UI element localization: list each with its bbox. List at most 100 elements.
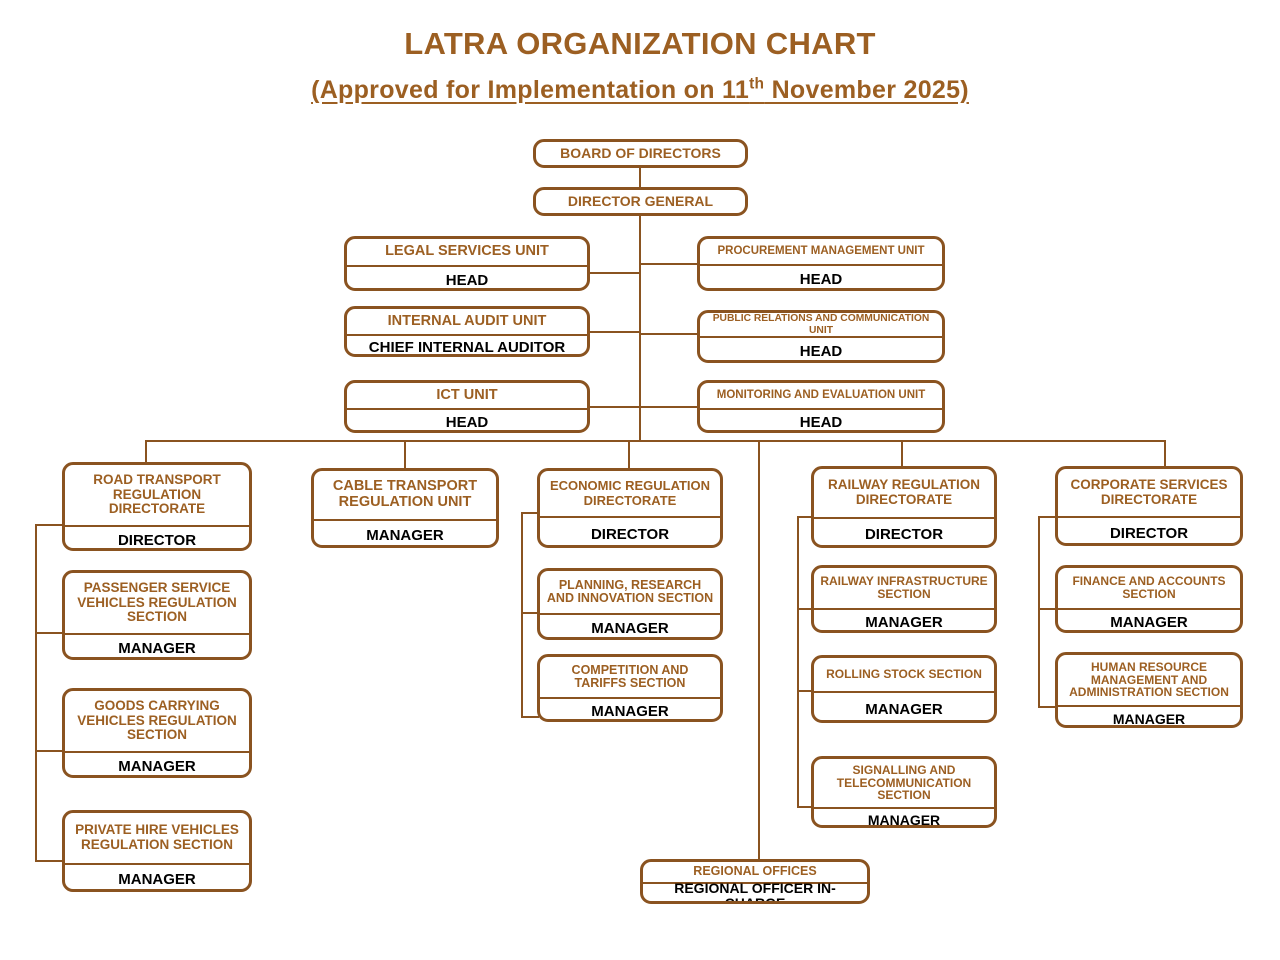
node-finance-accounts-section-position: MANAGER bbox=[1058, 608, 1240, 630]
node-railway-infrastructure-section-position: MANAGER bbox=[814, 608, 994, 630]
node-legal-services-unit-header: LEGAL SERVICES UNIT bbox=[385, 243, 549, 260]
bracket-stub-planning bbox=[521, 612, 539, 614]
bracket-stub-rolling-stock bbox=[797, 690, 815, 692]
bracket-stub-road-director bbox=[35, 524, 63, 526]
node-monitoring-evaluation-unit[interactable]: MONITORING AND EVALUATION UNIT HEAD bbox=[697, 380, 945, 433]
node-railway-regulation-directorate[interactable]: RAILWAY REGULATION DIRECTORATE DIRECTOR bbox=[811, 466, 997, 548]
bracket-stub-railway-director bbox=[797, 516, 815, 518]
connector-bus-to-economic bbox=[628, 440, 630, 468]
node-private-hire-vehicles-section-position: MANAGER bbox=[65, 863, 249, 889]
node-internal-audit-unit-header: INTERNAL AUDIT UNIT bbox=[387, 312, 547, 329]
node-signalling-telecommunication-section-position: MANAGER bbox=[814, 807, 994, 825]
node-railway-infrastructure-section-header: RAILWAY INFRASTRUCTURE SECTION bbox=[820, 574, 988, 601]
node-road-transport-directorate[interactable]: ROAD TRANSPORT REGULATION DIRECTORATE DI… bbox=[62, 462, 252, 551]
node-competition-tariffs-section[interactable]: COMPETITION AND TARIFFS SECTION MANAGER bbox=[537, 654, 723, 722]
node-passenger-service-vehicles-section-position: MANAGER bbox=[65, 633, 249, 657]
node-human-resource-administration-section[interactable]: HUMAN RESOURCE MANAGEMENT AND ADMINISTRA… bbox=[1055, 652, 1243, 728]
connector-board-to-dg bbox=[639, 167, 641, 187]
bracket-economic bbox=[521, 512, 523, 716]
connector-bus-to-road-transport bbox=[145, 440, 147, 462]
node-regional-offices[interactable]: REGIONAL OFFICES REGIONAL OFFICER IN-CHA… bbox=[640, 859, 870, 904]
node-internal-audit-unit[interactable]: INTERNAL AUDIT UNIT CHIEF INTERNAL AUDIT… bbox=[344, 306, 590, 357]
subtitle-suffix: November 2025) bbox=[764, 76, 969, 104]
node-competition-tariffs-section-header: COMPETITION AND TARIFFS SECTION bbox=[571, 662, 689, 690]
node-corporate-services-directorate-header: CORPORATE SERVICES DIRECTORATE bbox=[1070, 476, 1228, 507]
connector-dg-to-internal-audit bbox=[590, 331, 640, 333]
page-title: LATRA ORGANIZATION CHART bbox=[404, 26, 876, 61]
connector-bus-to-railway bbox=[901, 440, 903, 466]
connector-directorate-bus bbox=[145, 440, 1166, 442]
node-competition-tariffs-section-position: MANAGER bbox=[540, 697, 720, 719]
node-legal-services-unit-position: HEAD bbox=[347, 265, 587, 288]
node-regional-offices-position: REGIONAL OFFICER IN-CHARGE bbox=[643, 880, 867, 901]
node-ict-unit-position: HEAD bbox=[347, 408, 587, 430]
bracket-stub-rail-infra bbox=[797, 608, 815, 610]
bracket-stub-corporate-director bbox=[1038, 516, 1060, 518]
connector-bus-to-cable bbox=[404, 440, 406, 468]
node-cable-transport-unit[interactable]: CABLE TRANSPORT REGULATION UNIT MANAGER bbox=[311, 468, 499, 548]
node-goods-carrying-vehicles-section-header: GOODS CARRYING VEHICLES REGULATION SECTI… bbox=[77, 698, 237, 743]
node-human-resource-administration-section-position: MANAGER bbox=[1058, 705, 1240, 725]
node-board-of-directors[interactable]: BOARD OF DIRECTORS bbox=[533, 139, 748, 168]
node-corporate-services-directorate[interactable]: CORPORATE SERVICES DIRECTORATE DIRECTOR bbox=[1055, 466, 1243, 546]
node-ict-unit-header: ICT UNIT bbox=[436, 386, 498, 403]
node-planning-research-innovation-section-header: PLANNING, RESEARCH AND INNOVATION SECTIO… bbox=[546, 577, 714, 605]
node-private-hire-vehicles-section-header: PRIVATE HIRE VEHICLES REGULATION SECTION bbox=[75, 822, 239, 852]
node-finance-accounts-section[interactable]: FINANCE AND ACCOUNTS SECTION MANAGER bbox=[1055, 565, 1243, 633]
node-procurement-management-unit[interactable]: PROCUREMENT MANAGEMENT UNIT HEAD bbox=[697, 236, 945, 291]
node-passenger-service-vehicles-section[interactable]: PASSENGER SERVICE VEHICLES REGULATION SE… bbox=[62, 570, 252, 660]
node-passenger-service-vehicles-section-header: PASSENGER SERVICE VEHICLES REGULATION SE… bbox=[77, 580, 237, 625]
node-director-general[interactable]: DIRECTOR GENERAL bbox=[533, 187, 748, 216]
bracket-corporate bbox=[1038, 516, 1040, 706]
node-director-general-header: DIRECTOR GENERAL bbox=[567, 192, 714, 209]
connector-dg-to-legal bbox=[590, 272, 640, 274]
node-rolling-stock-section[interactable]: ROLLING STOCK SECTION MANAGER bbox=[811, 655, 997, 723]
node-public-relations-unit-position: HEAD bbox=[700, 336, 942, 360]
node-signalling-telecommunication-section[interactable]: SIGNALLING AND TELECOMMUNICATION SECTION… bbox=[811, 756, 997, 828]
node-procurement-management-unit-position: HEAD bbox=[700, 264, 942, 288]
bracket-stub-psv bbox=[35, 632, 63, 634]
node-rolling-stock-section-header: ROLLING STOCK SECTION bbox=[826, 667, 982, 682]
node-road-transport-directorate-position: DIRECTOR bbox=[65, 525, 249, 548]
node-ict-unit[interactable]: ICT UNIT HEAD bbox=[344, 380, 590, 433]
node-economic-regulation-directorate[interactable]: ECONOMIC REGULATION DIRECTORATE DIRECTOR bbox=[537, 468, 723, 548]
page-subtitle: (Approved for Implementation on 11th Nov… bbox=[0, 76, 1280, 105]
node-economic-regulation-directorate-header: ECONOMIC REGULATION DIRECTORATE bbox=[549, 478, 711, 508]
bracket-stub-competition bbox=[521, 716, 539, 718]
subtitle-prefix: (Approved for Implementation on 11 bbox=[311, 76, 750, 104]
node-signalling-telecommunication-section-header: SIGNALLING AND TELECOMMUNICATION SECTION bbox=[836, 762, 972, 803]
connector-bus-to-corporate bbox=[1164, 440, 1166, 466]
node-economic-regulation-directorate-position: DIRECTOR bbox=[540, 516, 720, 545]
bracket-stub-gcv bbox=[35, 750, 63, 752]
node-private-hire-vehicles-section[interactable]: PRIVATE HIRE VEHICLES REGULATION SECTION… bbox=[62, 810, 252, 892]
node-monitoring-evaluation-unit-position: HEAD bbox=[700, 408, 942, 430]
bracket-stub-finance bbox=[1038, 608, 1060, 610]
node-rolling-stock-section-position: MANAGER bbox=[814, 691, 994, 720]
node-public-relations-unit[interactable]: PUBLIC RELATIONS AND COMMUNICATION UNIT … bbox=[697, 310, 945, 363]
node-regional-offices-header: REGIONAL OFFICES bbox=[693, 864, 817, 879]
bracket-stub-signalling bbox=[797, 806, 815, 808]
bracket-stub-hrm bbox=[1038, 706, 1060, 708]
node-planning-research-innovation-section-position: MANAGER bbox=[540, 613, 720, 637]
node-procurement-management-unit-header: PROCUREMENT MANAGEMENT UNIT bbox=[717, 245, 925, 258]
node-monitoring-evaluation-unit-header: MONITORING AND EVALUATION UNIT bbox=[716, 389, 926, 402]
node-goods-carrying-vehicles-section-position: MANAGER bbox=[65, 751, 249, 775]
bracket-railway bbox=[797, 516, 799, 806]
bracket-stub-economic-director bbox=[521, 512, 539, 514]
node-human-resource-administration-section-header: HUMAN RESOURCE MANAGEMENT AND ADMINISTRA… bbox=[1069, 659, 1229, 700]
node-finance-accounts-section-header: FINANCE AND ACCOUNTS SECTION bbox=[1072, 574, 1226, 601]
bracket-stub-phv bbox=[35, 860, 63, 862]
connector-spine-to-regional-offices bbox=[758, 440, 760, 860]
node-planning-research-innovation-section[interactable]: PLANNING, RESEARCH AND INNOVATION SECTIO… bbox=[537, 568, 723, 640]
connector-dg-to-public-relations bbox=[639, 333, 697, 335]
subtitle-ordinal: th bbox=[749, 75, 765, 93]
connector-dg-to-monitoring bbox=[639, 406, 697, 408]
node-railway-infrastructure-section[interactable]: RAILWAY INFRASTRUCTURE SECTION MANAGER bbox=[811, 565, 997, 633]
node-cable-transport-unit-position: MANAGER bbox=[314, 519, 496, 545]
node-goods-carrying-vehicles-section[interactable]: GOODS CARRYING VEHICLES REGULATION SECTI… bbox=[62, 688, 252, 778]
node-legal-services-unit[interactable]: LEGAL SERVICES UNIT HEAD bbox=[344, 236, 590, 291]
node-road-transport-directorate-header: ROAD TRANSPORT REGULATION DIRECTORATE bbox=[93, 472, 221, 517]
node-corporate-services-directorate-position: DIRECTOR bbox=[1058, 516, 1240, 543]
node-cable-transport-unit-header: CABLE TRANSPORT REGULATION UNIT bbox=[332, 478, 478, 510]
